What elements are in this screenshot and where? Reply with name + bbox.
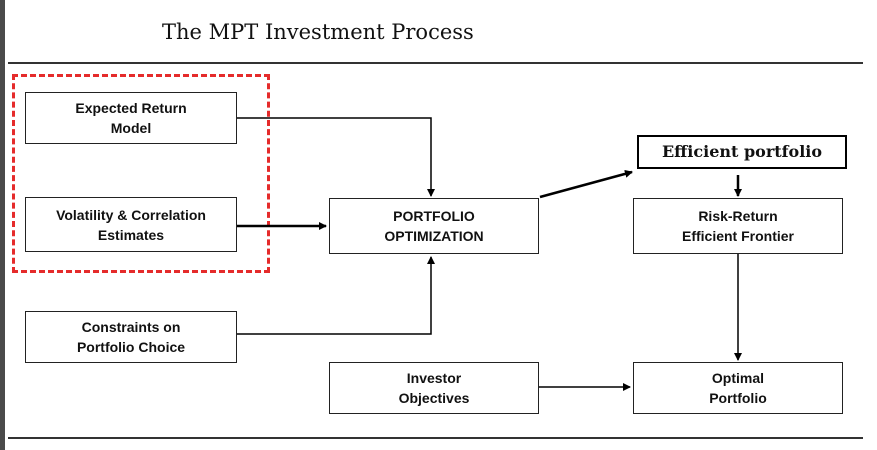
volatility-correlation-label: Volatility & Correlation Estimates xyxy=(56,206,206,243)
optimal-portfolio-label: Optimal Portfolio xyxy=(709,370,767,406)
risk-return-frontier-box: Risk-Return Efficient Frontier xyxy=(633,198,843,254)
left-edge-strip xyxy=(0,0,5,450)
expected-return-box: Expected Return Model xyxy=(25,92,237,144)
expected-return-label: Expected Return Model xyxy=(75,100,187,136)
efficient-portfolio-label: Efficient portfolio xyxy=(661,142,823,161)
page-title: The MPT Investment Process xyxy=(162,20,474,44)
highlight-dashed-frame xyxy=(12,74,270,273)
volatility-correlation-box: Volatility & Correlation Estimates xyxy=(25,197,237,252)
investor-objectives-label: Investor Objectives xyxy=(398,370,470,406)
arrow-constraints-to-optimization xyxy=(237,256,435,335)
bottom-divider xyxy=(8,437,863,439)
constraints-box: Constraints on Portfolio Choice xyxy=(25,311,237,363)
portfolio-optimization-box: PORTFOLIO OPTIMIZATION xyxy=(329,198,539,254)
investor-objectives-box: Investor Objectives xyxy=(329,362,539,414)
efficient-portfolio-box: Efficient portfolio xyxy=(637,135,847,169)
optimal-portfolio-box: Optimal Portfolio xyxy=(633,362,843,414)
arrow-expected-return-to-optimization xyxy=(237,117,435,197)
arrow-optimization-to-efficient-portfolio xyxy=(539,169,633,199)
portfolio-optimization-label: PORTFOLIO OPTIMIZATION xyxy=(384,208,484,244)
constraints-label: Constraints on Portfolio Choice xyxy=(76,319,186,355)
risk-return-frontier-label: Risk-Return Efficient Frontier xyxy=(681,208,794,244)
top-divider xyxy=(8,62,863,64)
